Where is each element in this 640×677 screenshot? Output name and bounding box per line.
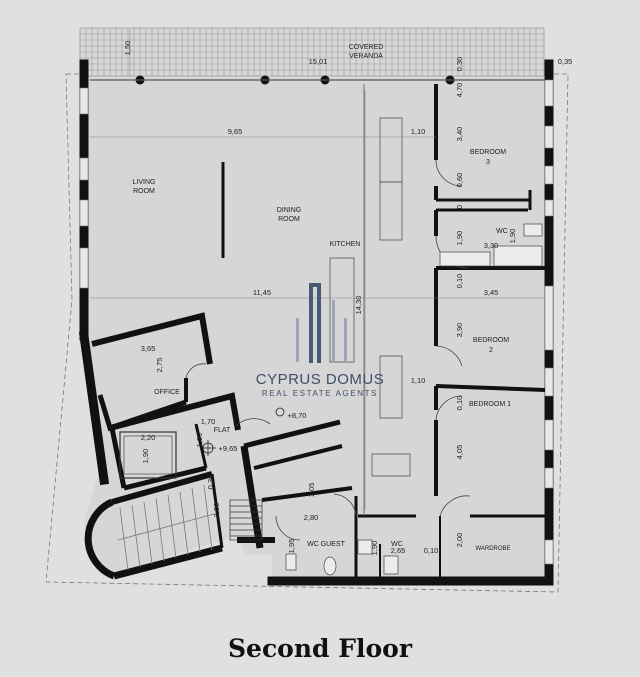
dim-bed3-h: 3,40	[455, 127, 464, 142]
dim-stair-a: 0,30	[206, 475, 215, 490]
dim-bed3-top: 4,70	[455, 83, 464, 98]
label-wc-upper: WC	[496, 228, 508, 235]
label-wardrobe: WARDROBE	[475, 546, 510, 552]
dim-guest-h: 1,95	[287, 539, 296, 554]
label-veranda-2: VERANDA	[349, 53, 383, 60]
label-bedroom3-2: 3	[486, 159, 490, 166]
dim-veranda-depth: 1,50	[123, 41, 132, 56]
kitchen-counters	[329, 84, 411, 516]
dim-edge-right: 0,35	[558, 57, 573, 66]
room-labels: COVERED VERANDA LIVING ROOM DINING ROOM …	[133, 44, 512, 552]
label-bedroom3-1: BEDROOM	[470, 149, 506, 156]
bathroom-fixtures	[285, 223, 543, 576]
lift-box	[119, 431, 177, 479]
dim-wall-010a: 0,10	[455, 274, 464, 289]
floor-area	[82, 64, 550, 580]
label-living-1: LIVING	[133, 179, 156, 186]
dim-wc-h: 1,90	[455, 231, 464, 246]
dimension-labels: 1,50 15,01 0,30 0,35 9,65 1,10 4,70 3,40…	[123, 41, 572, 556]
core-walls	[84, 392, 353, 580]
dim-level2: +8,70	[288, 411, 307, 420]
label-bedroom1: BEDROOM 1	[469, 401, 511, 408]
watermark-logo: CYPRUS DOMUS REAL ESTATE AGENTS	[256, 283, 385, 398]
dim-level: +9,65	[219, 444, 238, 453]
dim-lift-h: 1,90	[141, 449, 150, 464]
dim-office-h: 2,75	[155, 358, 164, 373]
dim-kitchen-len: 14,30	[354, 296, 363, 315]
label-bedroom2-2: 2	[489, 347, 493, 354]
dim-wardrobe-h: 2,00	[455, 533, 464, 548]
dim-guest-w: 2,80	[304, 513, 319, 522]
dim-wc-lower-h: 1,90	[370, 541, 379, 556]
dim-kitchen-w2: 1,10	[411, 376, 426, 385]
dim-living-width: 9,65	[228, 127, 243, 136]
dim-lift-w: 2,20	[141, 433, 156, 442]
dim-total-width: 11,45	[253, 288, 271, 297]
window-gaps	[79, 79, 554, 565]
veranda-grid	[79, 27, 545, 77]
dim-wall-010b: 0,10	[455, 396, 464, 411]
door-arcs	[275, 159, 471, 541]
stair-treads	[117, 484, 215, 571]
watermark-tagline: REAL ESTATE AGENTS	[262, 389, 378, 398]
hatched-shaft	[229, 499, 263, 541]
label-living-2: ROOM	[133, 188, 155, 195]
dim-bed3-small: 0,60	[455, 173, 464, 188]
dim-office-w: 3,65	[141, 344, 156, 353]
watermark-brand: CYPRUS DOMUS	[256, 371, 385, 388]
label-dining-2: ROOM	[278, 216, 300, 223]
dim-corr-h: 1,05	[307, 483, 316, 498]
flat-door-arc	[235, 418, 271, 427]
dim-lift-side: 1,90	[195, 433, 204, 448]
floor-title: Second Floor	[228, 634, 412, 663]
dim-flat-w: 1,70	[201, 417, 216, 426]
label-bedroom2-1: BEDROOM	[473, 337, 509, 344]
label-wc-lower: WC	[391, 541, 403, 548]
dim-wall-0: 0	[455, 205, 464, 209]
interior-walls	[354, 84, 546, 580]
dim-bed2-h: 3,90	[455, 323, 464, 338]
label-flat: FLAT	[214, 427, 231, 434]
dim-wc-w: 3,30	[484, 241, 499, 250]
dim-kitchen-w: 1,10	[411, 127, 426, 136]
dim-stair-b: 2,50	[212, 503, 221, 518]
dim-bed2-w: 3,45	[484, 288, 499, 297]
dim-wall-010c: 0,10	[424, 546, 439, 555]
dim-bed1-h: 4,05	[455, 445, 464, 460]
dim-wc-lower-w: 2,65	[391, 546, 406, 555]
label-wc-guest: WC GUEST	[307, 541, 345, 548]
dim-veranda-width: 15,01	[309, 57, 328, 66]
label-kitchen: KITCHEN	[330, 241, 361, 248]
label-dining-1: DINING	[277, 207, 302, 214]
label-veranda-1: COVERED	[349, 44, 384, 51]
dim-veranda-right: 0,30	[455, 57, 464, 72]
dim-wc-side: 1,90	[508, 229, 517, 244]
level-markers	[200, 407, 285, 456]
label-office: OFFICE	[154, 389, 180, 396]
